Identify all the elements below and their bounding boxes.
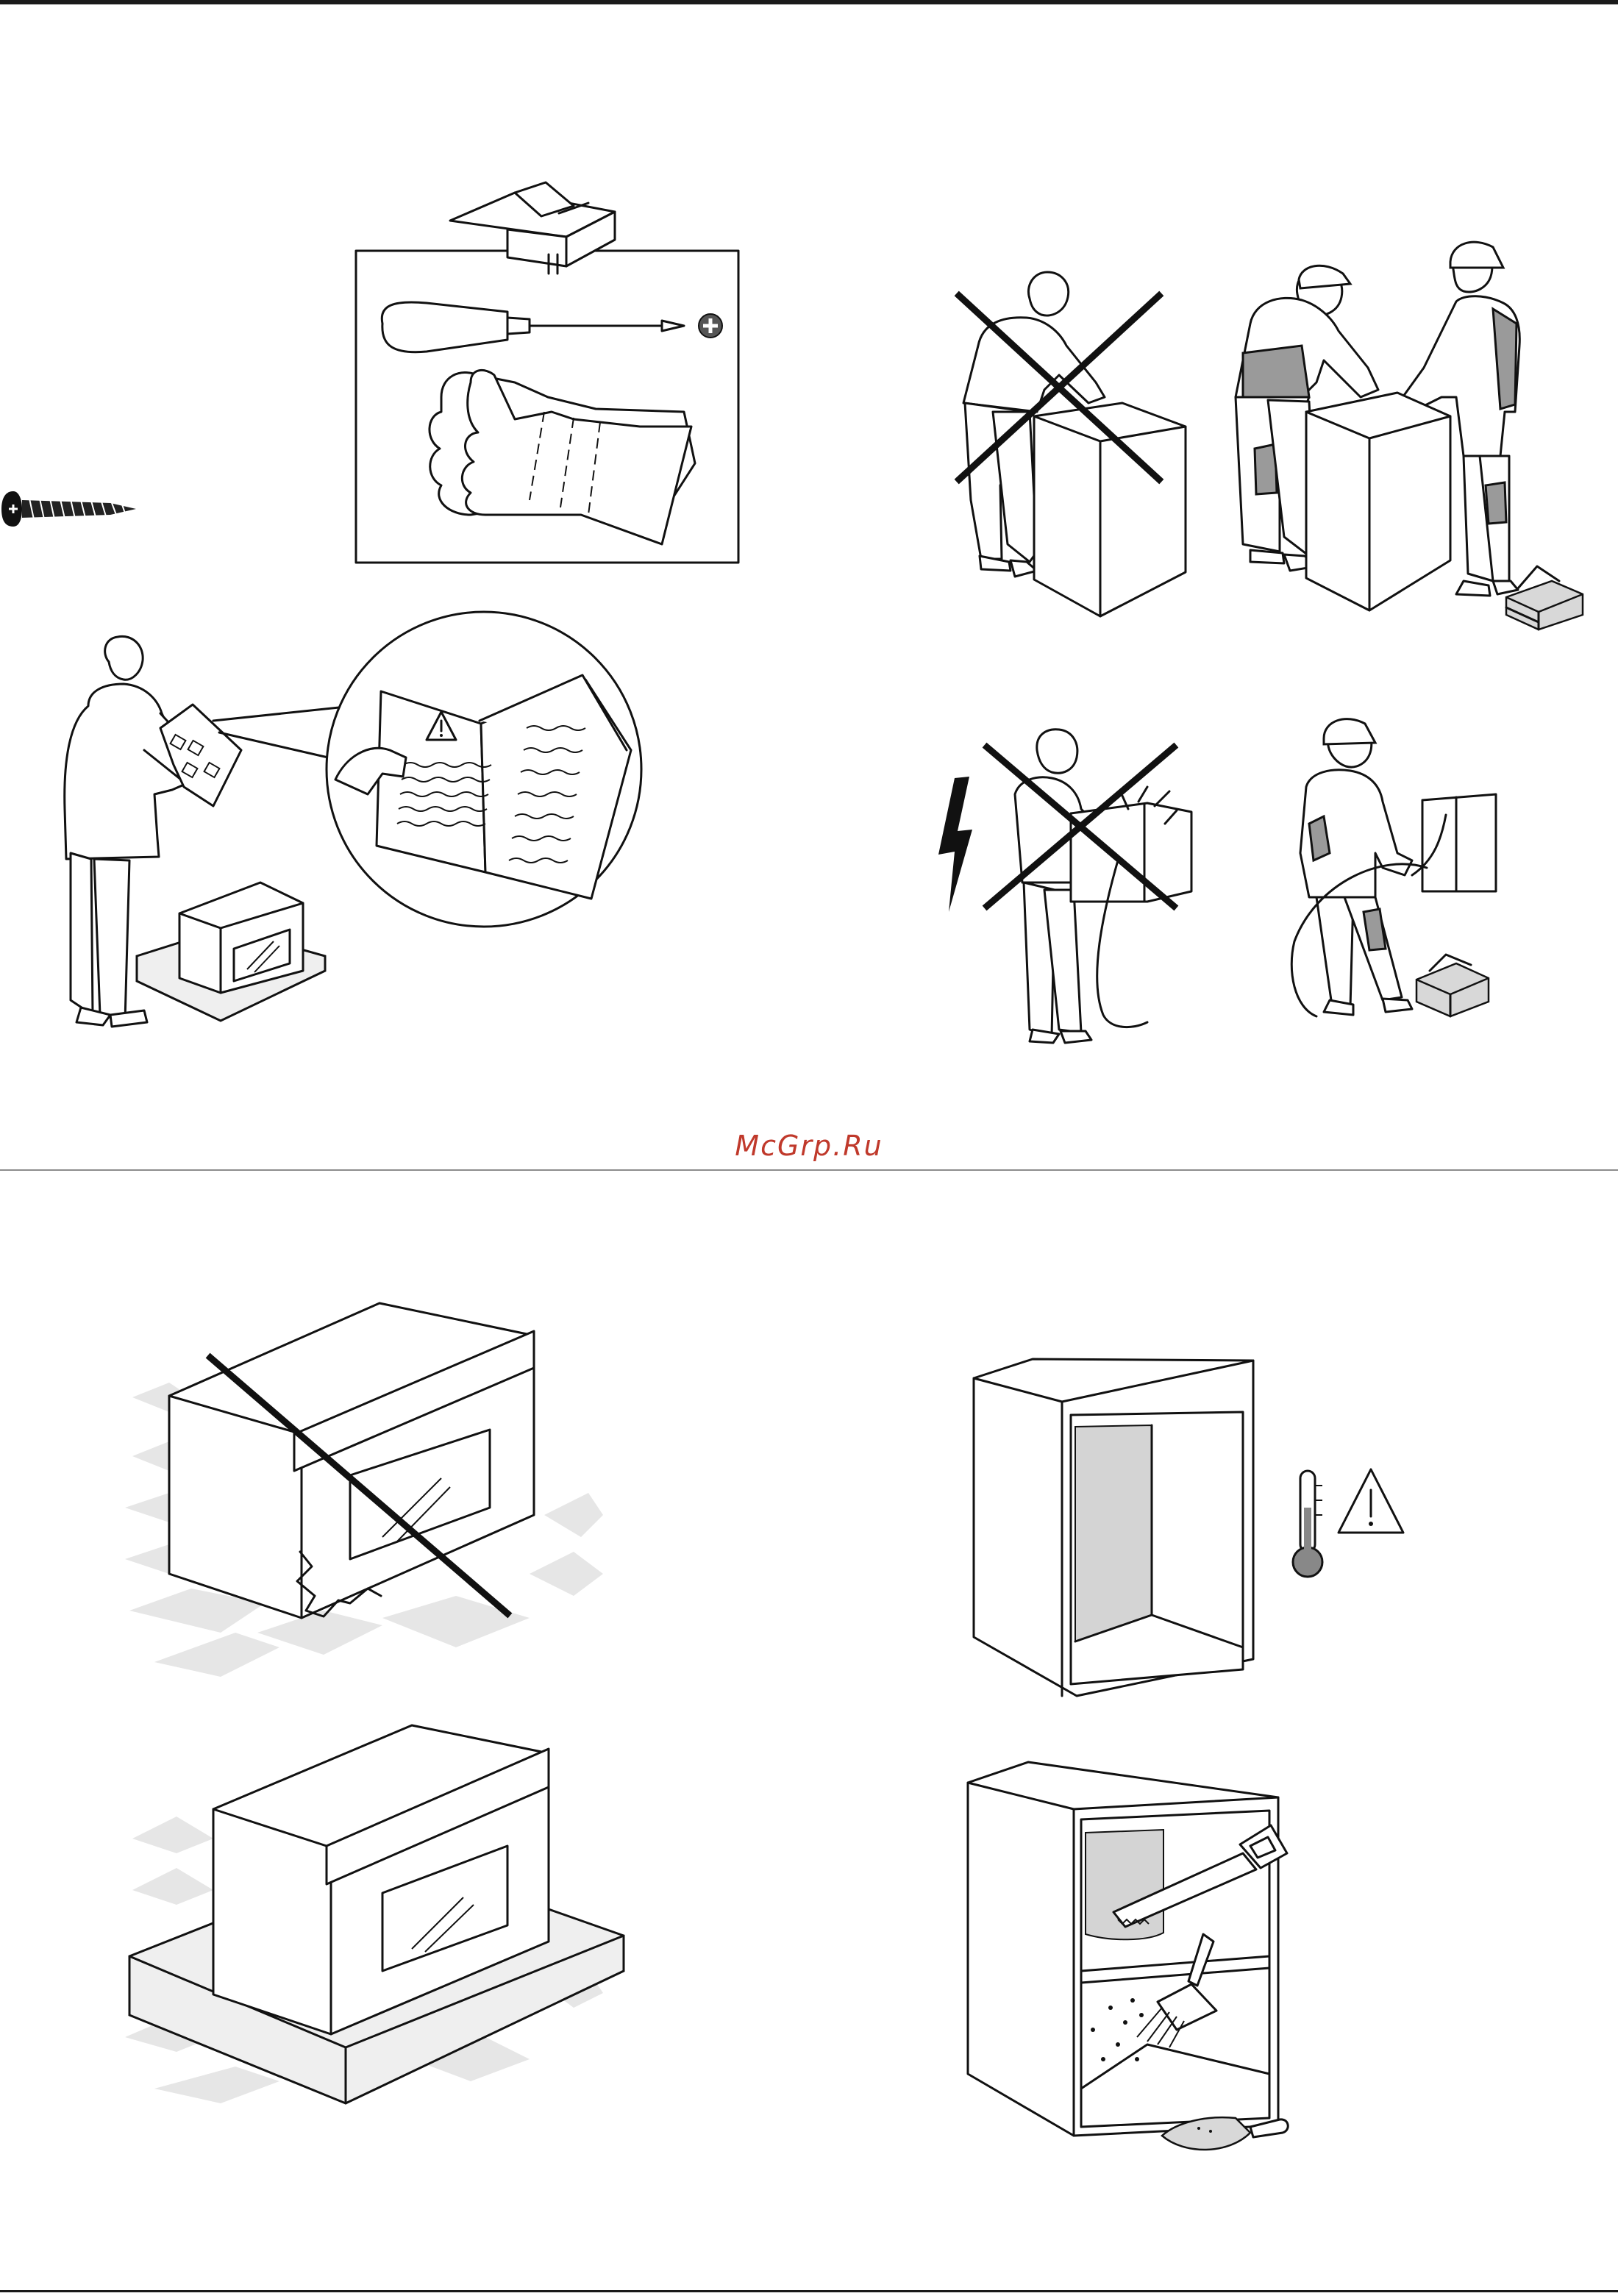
screwdriver-icon <box>382 302 684 352</box>
toolbox-icon <box>450 182 615 274</box>
tools-required-panel <box>356 182 738 563</box>
electrician-icon <box>1300 719 1412 1015</box>
watermark: McGrp.Ru <box>0 1130 1618 1162</box>
no-damaged-placement <box>125 1303 603 1677</box>
unqualified-electrical-prohibited <box>938 730 1191 1043</box>
read-manual-scene <box>65 612 641 1027</box>
lightning-icon <box>938 777 972 912</box>
cabinet-heat-warning <box>974 1359 1403 1696</box>
magnified-manual <box>327 612 641 927</box>
two-person-lifting <box>1236 242 1583 630</box>
oven-on-padding-icon <box>129 1725 624 2103</box>
cabinet-icon <box>968 1762 1278 2136</box>
phillips-plus-icon <box>699 314 722 338</box>
thermometer-icon <box>1293 1471 1322 1577</box>
cabinet-icon <box>974 1359 1253 1696</box>
protective-gloves-icon <box>430 370 695 544</box>
toolbox-icon <box>1416 955 1489 1016</box>
screw-icon <box>1 491 136 527</box>
oven-damaged-icon <box>169 1303 534 1618</box>
oven-on-padding-small <box>137 883 325 1021</box>
qualified-electrician <box>1291 719 1496 1016</box>
cabinet-prepare-clean <box>968 1762 1288 2150</box>
solo-lifting-prohibited <box>959 272 1186 616</box>
warning-triangle-icon <box>1339 1469 1403 1533</box>
toolbox-icon <box>1506 566 1583 630</box>
correct-placement <box>125 1725 624 2103</box>
